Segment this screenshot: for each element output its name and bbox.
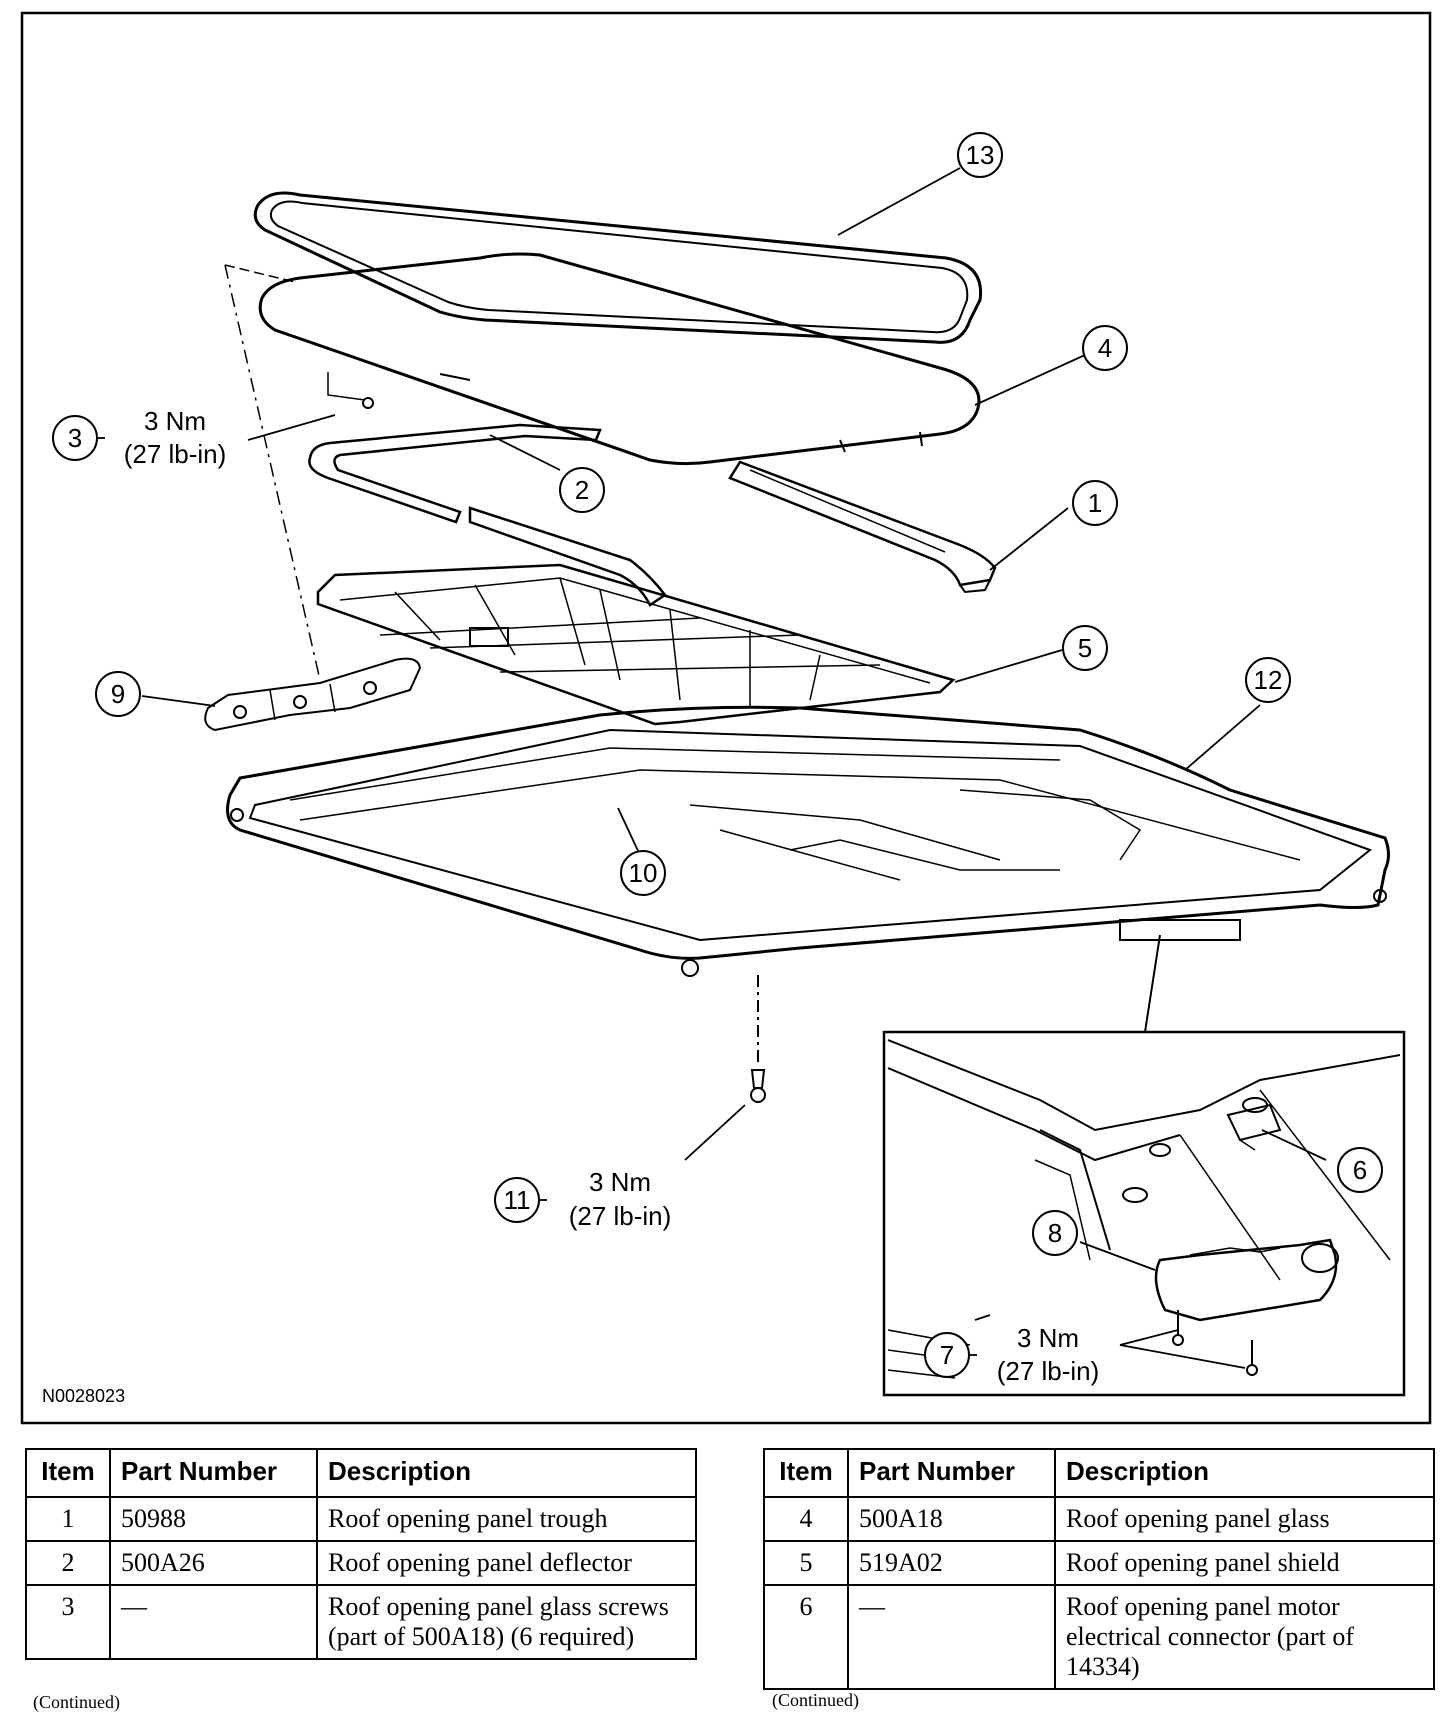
bracket-part <box>204 657 422 732</box>
column-header-description: Description <box>316 1448 697 1498</box>
cell-item: 5 <box>763 1540 849 1586</box>
svg-text:13: 13 <box>966 140 995 170</box>
cell-description: Roof opening panel shield <box>1054 1540 1435 1586</box>
svg-text:12: 12 <box>1254 665 1283 695</box>
cell-description: Roof opening panel motor electrical conn… <box>1054 1584 1435 1690</box>
callout-2: 2 <box>559 467 605 513</box>
cell-item: 6 <box>763 1584 849 1690</box>
frame-screw-part <box>750 975 766 1103</box>
figure-id: N0028023 <box>42 1386 125 1406</box>
cell-part-number: — <box>847 1584 1056 1690</box>
svg-text:1: 1 <box>1088 488 1102 518</box>
svg-text:7: 7 <box>940 1340 954 1370</box>
callout-7: 7 <box>924 1332 977 1378</box>
cell-part-number: 500A18 <box>847 1496 1056 1542</box>
column-header-part-number: Part Number <box>847 1448 1056 1498</box>
svg-text:3 Nm: 3 Nm <box>589 1167 651 1197</box>
callout-1: 1 <box>1072 480 1118 526</box>
cell-part-number: 519A02 <box>847 1540 1056 1586</box>
callout-6: 6 <box>1337 1147 1383 1193</box>
cell-item: 2 <box>25 1540 111 1586</box>
svg-text:8: 8 <box>1048 1218 1062 1248</box>
cell-item: 1 <box>25 1496 111 1542</box>
callout-12: 12 <box>1245 657 1291 703</box>
trough-part <box>728 460 997 594</box>
table-row: 1 50988 Roof opening panel trough <box>25 1496 697 1542</box>
svg-text:5: 5 <box>1078 633 1092 663</box>
torque-spec-item-3: 3 Nm (27 lb-in) <box>124 406 227 469</box>
table-header-row: Item Part Number Description <box>25 1448 697 1498</box>
cell-item: 4 <box>763 1496 849 1542</box>
cell-part-number: — <box>109 1584 318 1660</box>
table-row: 2 500A26 Roof opening panel deflector <box>25 1540 697 1586</box>
column-header-item: Item <box>25 1448 111 1498</box>
svg-text:2: 2 <box>575 475 589 505</box>
parts-table-left: Item Part Number Description 1 50988 Roo… <box>25 1448 697 1660</box>
continued-note-left: (Continued) <box>33 1692 120 1712</box>
parts-table-right: Item Part Number Description 4 500A18 Ro… <box>763 1448 1435 1690</box>
svg-text:9: 9 <box>111 679 125 709</box>
torque-spec-item-7: 3 Nm (27 lb-in) <box>997 1323 1100 1386</box>
cell-description: Roof opening panel deflector <box>316 1540 697 1586</box>
column-header-part-number: Part Number <box>109 1448 318 1498</box>
callout-4: 4 <box>1082 325 1128 371</box>
cell-description: Roof opening panel glass <box>1054 1496 1435 1542</box>
table-row: 3 — Roof opening panel glass screws (par… <box>25 1584 697 1660</box>
table-row: 4 500A18 Roof opening panel glass <box>763 1496 1435 1542</box>
exploded-view-diagram: 13 4 2 1 5 12 9 10 3 11 6 <box>20 11 1432 1425</box>
callout-8: 8 <box>1032 1210 1078 1256</box>
svg-text:(27 lb-in): (27 lb-in) <box>124 439 227 469</box>
cell-description: Roof opening panel trough <box>316 1496 697 1542</box>
callout-13: 13 <box>957 132 1003 178</box>
frame-part <box>226 705 1390 977</box>
svg-text:3: 3 <box>68 423 82 453</box>
svg-text:11: 11 <box>504 1185 531 1215</box>
continued-note-right: (Continued) <box>772 1690 859 1710</box>
table-row: 6 — Roof opening panel motor electrical … <box>763 1584 1435 1690</box>
callout-11: 11 <box>494 1177 547 1223</box>
cell-item: 3 <box>25 1584 111 1660</box>
table-row: 5 519A02 Roof opening panel shield <box>763 1540 1435 1586</box>
leader-lines <box>141 167 1327 1369</box>
callout-9: 9 <box>95 671 141 717</box>
column-header-item: Item <box>763 1448 849 1498</box>
glass-panel-part <box>258 252 981 466</box>
svg-text:(27 lb-in): (27 lb-in) <box>997 1356 1100 1386</box>
svg-text:6: 6 <box>1353 1155 1367 1185</box>
callout-3: 3 <box>52 415 105 461</box>
svg-text:(27 lb-in): (27 lb-in) <box>569 1201 672 1231</box>
callout-5: 5 <box>1062 625 1108 671</box>
glass-screw-part <box>224 264 374 681</box>
callout-10: 10 <box>620 850 666 896</box>
deflector-part <box>308 423 667 607</box>
diagram-frame <box>20 11 1432 1425</box>
cell-part-number: 50988 <box>109 1496 318 1542</box>
shield-part <box>316 563 956 726</box>
cell-part-number: 500A26 <box>109 1540 318 1586</box>
svg-text:3 Nm: 3 Nm <box>144 406 206 436</box>
glass-seal-part <box>253 191 983 344</box>
inset-detail <box>882 934 1406 1397</box>
svg-text:10: 10 <box>629 858 658 888</box>
torque-spec-item-11: 3 Nm (27 lb-in) <box>569 1167 672 1231</box>
svg-text:3 Nm: 3 Nm <box>1017 1323 1079 1353</box>
table-header-row: Item Part Number Description <box>763 1448 1435 1498</box>
column-header-description: Description <box>1054 1448 1435 1498</box>
cell-description: Roof opening panel glass screws (part of… <box>316 1584 697 1660</box>
svg-text:4: 4 <box>1098 333 1112 363</box>
